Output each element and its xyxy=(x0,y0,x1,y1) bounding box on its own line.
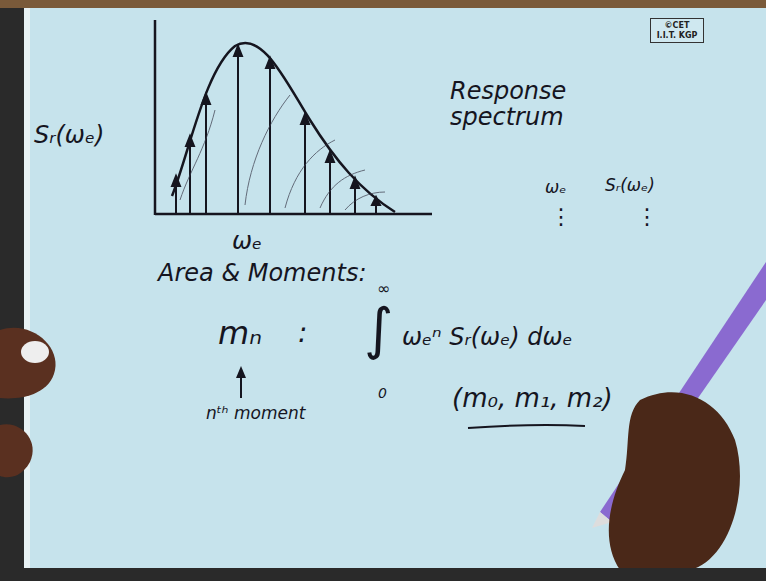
underline xyxy=(468,425,585,428)
continuation-dots: ⋮ xyxy=(636,205,658,229)
column-header: Sᵣ(ωₑ) xyxy=(605,176,655,195)
axis-label: ωₑ xyxy=(232,228,262,254)
right-hand xyxy=(609,392,740,570)
section-heading: Area & Moments: xyxy=(158,260,366,286)
lower-limit: 0 xyxy=(378,386,387,401)
logo-box: ©CET I.I.T. KGP xyxy=(650,18,704,43)
board-top-edge xyxy=(0,0,766,8)
title-note: Response spectrum xyxy=(450,78,600,131)
x-axis xyxy=(155,213,432,216)
equals-sign: : xyxy=(298,318,307,349)
pointer-arrowhead xyxy=(236,366,246,378)
column-header: ωₑ xyxy=(545,178,566,197)
ordinate-arrows xyxy=(172,46,380,213)
axis-label: Sᵣ(ωₑ) xyxy=(34,122,104,148)
frame-bottom xyxy=(0,568,766,581)
sketch-strokes xyxy=(180,95,385,210)
y-axis xyxy=(154,20,157,215)
left-finger xyxy=(0,424,33,477)
integrand: ωₑⁿ Sᵣ(ωₑ) dωₑ xyxy=(402,324,573,350)
left-hand xyxy=(0,328,56,399)
moment-symbol: mₙ xyxy=(218,316,262,351)
continuation-dots: ⋮ xyxy=(550,205,572,229)
moment-list: (m₀, m₁, m₂) xyxy=(452,384,613,413)
left-sleeve xyxy=(21,341,49,363)
upper-limit: ∞ xyxy=(377,280,390,298)
logo-text: ©CET I.I.T. KGP xyxy=(654,21,700,40)
annotation: nᵗʰ moment xyxy=(206,404,305,423)
board-left-edge xyxy=(24,8,30,568)
integral-sign: ∫ xyxy=(364,298,393,360)
